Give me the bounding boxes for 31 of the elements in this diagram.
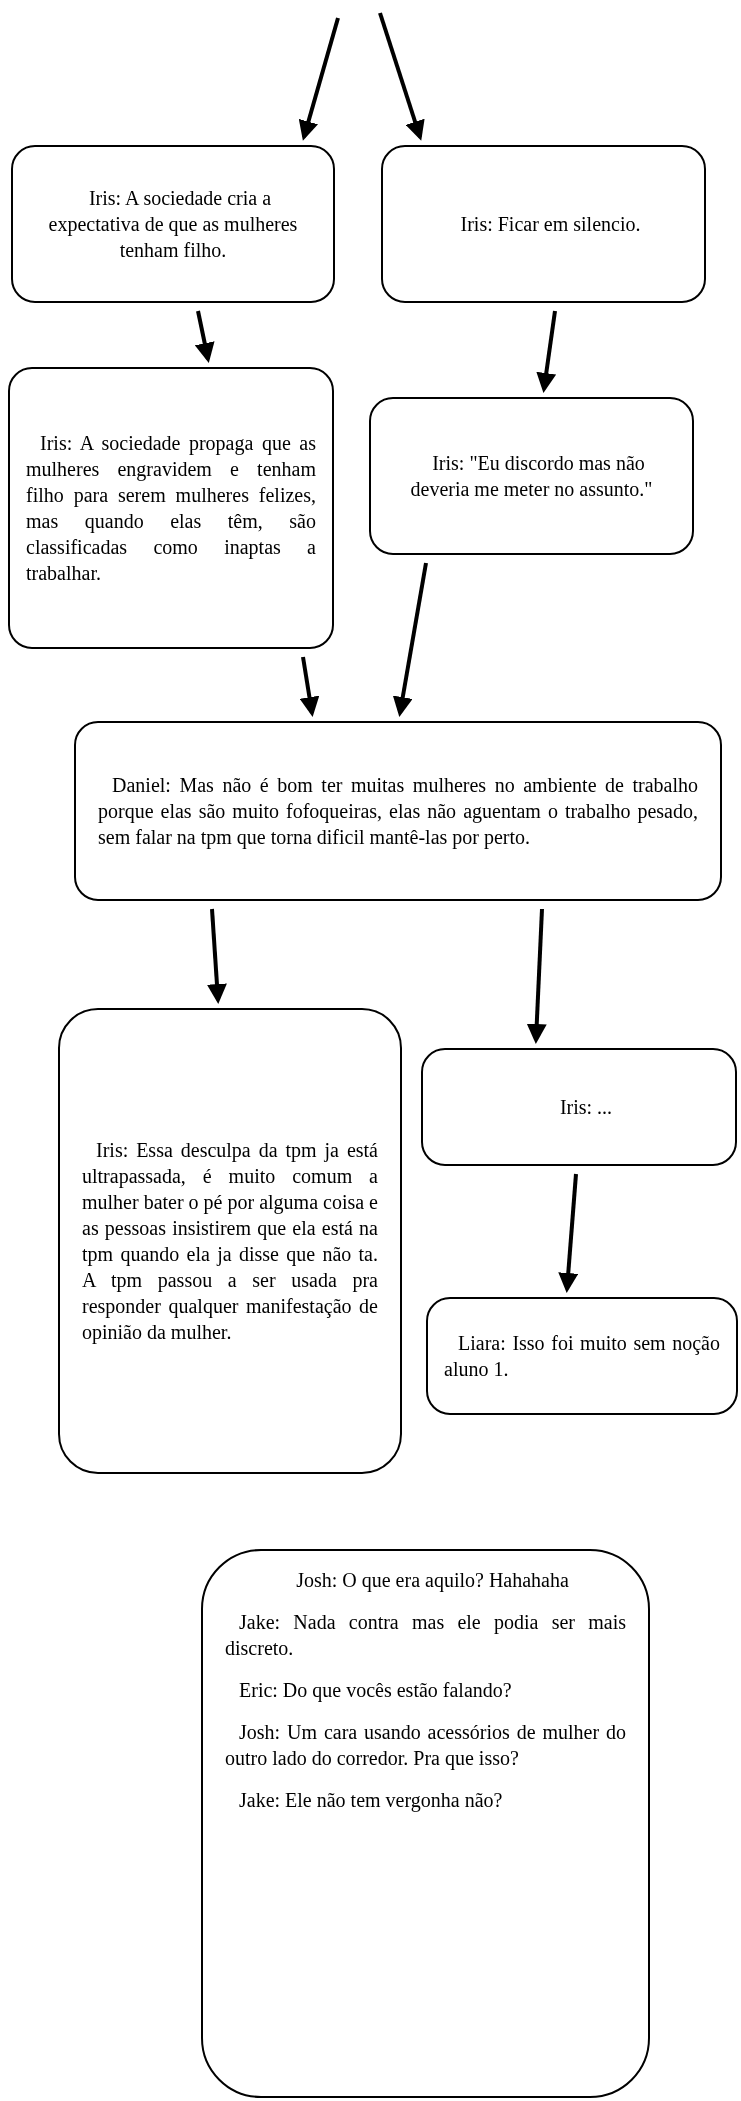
speech-box bbox=[58, 1008, 402, 1474]
arrow bbox=[299, 656, 320, 717]
speech-box bbox=[426, 1297, 738, 1415]
speech-box bbox=[11, 145, 335, 303]
dialogue-text: Iris: ... bbox=[558, 1095, 614, 1120]
speech-box bbox=[421, 1048, 737, 1166]
arrow bbox=[392, 562, 428, 717]
arrow bbox=[536, 310, 557, 393]
dialogue-text: Josh: O que era aquilo? Hahahaha bbox=[295, 1568, 570, 1593]
dialogue-text: Jake: Ele não tem vergonha não? bbox=[238, 1788, 504, 1813]
dialogue-text: Iris: "Eu discordo mas não deveria me meter no assunto." bbox=[409, 451, 654, 502]
speech-box bbox=[381, 145, 706, 303]
speech-box bbox=[201, 1549, 650, 2098]
dialogue-text: Josh: Um cara usando acessórios de mulher do outro lado do corredor. Pra que isso? bbox=[225, 1720, 626, 1771]
arrow bbox=[206, 908, 227, 1004]
dialogue-text: Iris: A sociedade propaga que as mulheres engravidem e tenham filho para serem mulheres felizes, mas quando elas têm, são classificadas como inaptas a trabalhar. bbox=[26, 431, 316, 586]
dialogue-text: Daniel: Mas não é bom ter muitas mulheres no ambiente de trabalho porque elas são muito fofoqueiras, elas não aguentam o trabalho pesado, sem falar na tpm que torna dificil mantê-las por perto. bbox=[98, 773, 698, 850]
speech-box bbox=[369, 397, 694, 555]
arrow bbox=[378, 12, 425, 141]
dialogue-text: Iris: A sociedade cria a expectativa de que as mulheres tenham filho. bbox=[47, 186, 299, 263]
arrow bbox=[194, 310, 215, 363]
dialogue-text: Eric: Do que vocês estão falando? bbox=[238, 1678, 513, 1703]
dialogue-text: Jake: Nada contra mas ele podia ser mais discreto. bbox=[225, 1610, 626, 1661]
speech-box bbox=[8, 367, 334, 649]
arrow bbox=[558, 1173, 579, 1293]
dialogue-text: Iris: Essa desculpa da tpm ja está ultrapassada, é muito comum a mulher bater o pé por alguma coisa e as pessoas insistirem que ela está na tpm quando ela ja disse que não ta. A tpm passou a ser usada pra responder qualquer manifestação de opinião da mulher. bbox=[82, 1138, 378, 1345]
arrow bbox=[298, 17, 340, 141]
dialogue-text: Liara: Isso foi muito sem noção aluno 1. bbox=[444, 1331, 720, 1382]
arrow bbox=[526, 908, 547, 1044]
speech-box bbox=[74, 721, 722, 901]
dialogue-text: Iris: Ficar em silencio. bbox=[459, 212, 642, 237]
